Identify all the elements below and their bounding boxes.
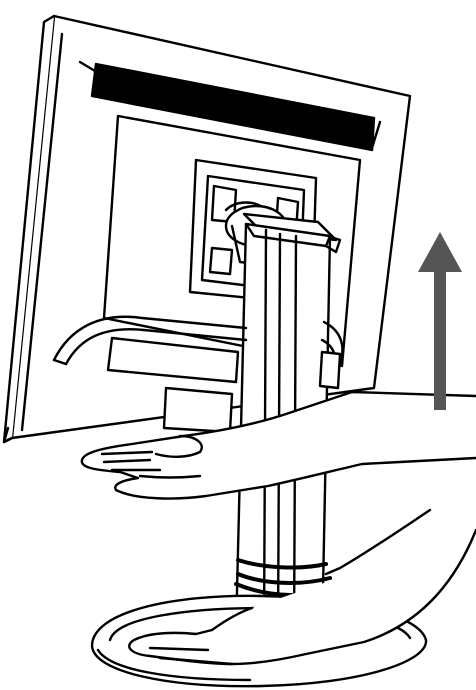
lower-panel-right [320,352,340,388]
up-arrow-icon [418,232,462,410]
stand-foot-plate [164,388,232,432]
